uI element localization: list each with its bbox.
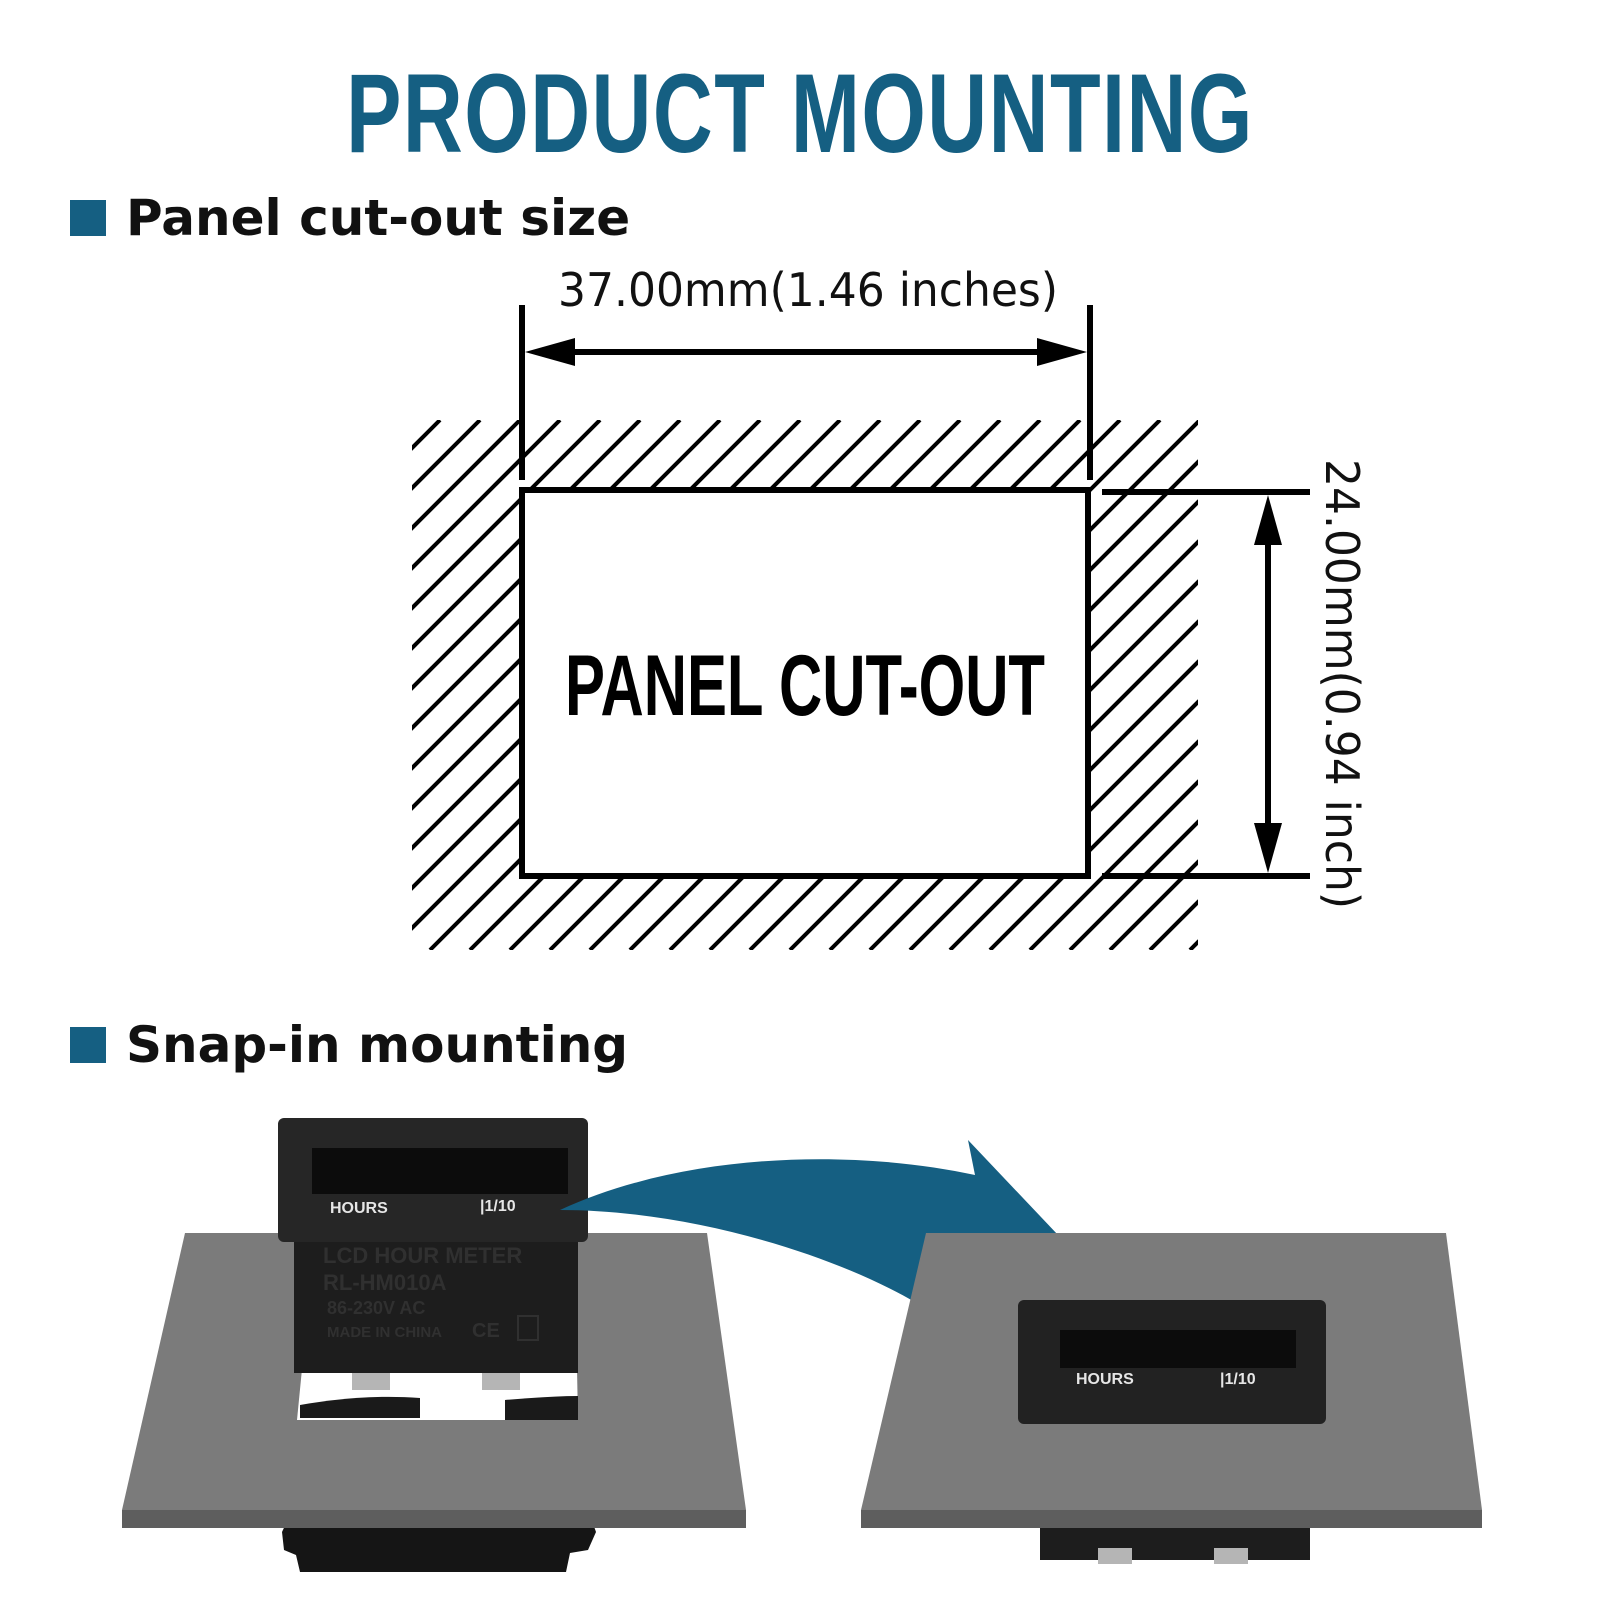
hatch-line bbox=[0, 420, 280, 950]
hatch-line bbox=[412, 420, 562, 950]
hours-label: HOURS bbox=[330, 1200, 388, 1217]
meter-after-mounting: HOURS |1/10 bbox=[861, 1233, 1482, 1564]
hatch-line bbox=[412, 420, 522, 950]
section-label: Snap-in mounting bbox=[126, 1016, 629, 1074]
section-heading-cutout: Panel cut-out size bbox=[70, 188, 630, 248]
hatch-line bbox=[1068, 420, 1198, 950]
ce-mark: CE bbox=[472, 1320, 500, 1342]
resolution-label: |1/10 bbox=[1220, 1371, 1256, 1388]
hatch-line bbox=[1028, 420, 1198, 950]
hatch-line bbox=[0, 420, 200, 950]
weee-icon bbox=[517, 1315, 539, 1341]
hatch-line bbox=[0, 420, 320, 950]
height-dimension: 24.00mm(0.94 inch) bbox=[1102, 459, 1369, 909]
hours-label: HOURS bbox=[1076, 1371, 1134, 1388]
width-dimension: 37.00mm(1.46 inches) bbox=[519, 263, 1093, 480]
hatch-line bbox=[0, 420, 240, 950]
hatch-line bbox=[1230, 420, 1600, 950]
cutout-label: PANEL CUT-OUT bbox=[565, 638, 1045, 734]
square-bullet-icon bbox=[70, 200, 106, 236]
height-dimension-text: 24.00mm(0.94 inch) bbox=[1315, 459, 1369, 909]
cutout-rectangle bbox=[519, 487, 1091, 879]
section-label: Panel cut-out size bbox=[126, 189, 631, 247]
hatch-line bbox=[1188, 420, 1198, 950]
hatch-line bbox=[412, 420, 482, 950]
meter-print-line3: 86-230V AC bbox=[327, 1298, 425, 1318]
width-dimension-text: 37.00mm(1.46 inches) bbox=[558, 263, 1058, 317]
square-bullet-icon bbox=[70, 1027, 106, 1063]
meter-print-line1: LCD HOUR METER bbox=[323, 1243, 522, 1268]
meter-before-mounting: HOURS |1/10 LCD HOUR METER RL-HM010A 86-… bbox=[122, 1118, 746, 1572]
page-title: PRODUCT MOUNTING bbox=[346, 51, 1254, 176]
hatch-line bbox=[0, 420, 360, 950]
meter-print-line4: MADE IN CHINA bbox=[327, 1324, 442, 1341]
section-heading-snap: Snap-in mounting bbox=[70, 1015, 628, 1075]
hatch-line bbox=[412, 420, 602, 950]
resolution-label: |1/10 bbox=[480, 1198, 516, 1215]
hatch-line bbox=[0, 420, 400, 950]
bottom-clip bbox=[282, 1515, 596, 1572]
hatch-line bbox=[412, 420, 442, 950]
hatch-line bbox=[1148, 420, 1198, 950]
meter-print-line2: RL-HM010A bbox=[323, 1270, 447, 1295]
